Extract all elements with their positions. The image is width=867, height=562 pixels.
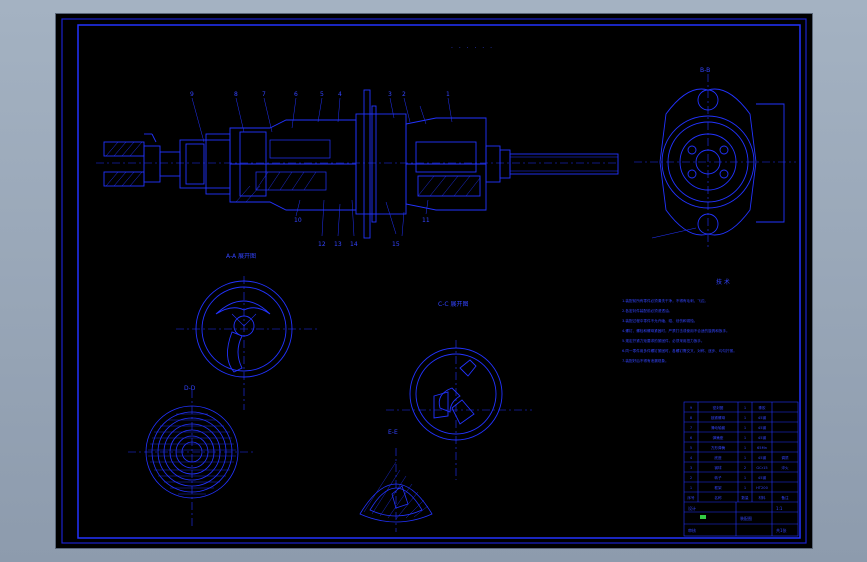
- part-number: 1: [446, 91, 450, 98]
- bom-cell: 调质: [781, 455, 789, 460]
- section-cc-label: C-C 展开图: [438, 301, 468, 308]
- bom-cell: 名称: [714, 495, 722, 500]
- bom-cell: 1: [744, 426, 746, 430]
- bom-cell: 1: [744, 406, 746, 410]
- section-dd-view: [128, 390, 256, 528]
- note-line: 1.装配前所有零件必须清洗干净，不得有毛刺、飞边。: [622, 298, 708, 303]
- note-line: 2.各密封件装配前必须浸透油。: [622, 308, 672, 313]
- part-number: 12: [318, 241, 326, 248]
- bom-cell: 1: [744, 446, 746, 450]
- bom-cell: 1: [744, 476, 746, 480]
- part-number: 3: [388, 91, 392, 98]
- bom-cell: 框架: [714, 485, 722, 490]
- part-number: 8: [234, 91, 238, 98]
- part-number: 7: [262, 91, 266, 98]
- cad-drawing: · · · · · ·: [61, 18, 807, 544]
- bom-cell: 45钢: [758, 415, 767, 420]
- bom-cell: 橡胶: [758, 405, 766, 410]
- bom-cell: 8: [690, 416, 693, 420]
- bom-cell: 转子: [714, 475, 722, 480]
- note-line: 3.装配过程中零件不允许磕、碰、划伤和锈蚀。: [622, 318, 697, 323]
- bom-cell: 钢球: [714, 465, 722, 470]
- tech-requirements-heading: 技 术: [716, 278, 730, 286]
- bom-cell: 淬火: [781, 465, 789, 470]
- section-bb-label: B-B: [700, 67, 710, 74]
- bom-cell: 45钢: [758, 475, 767, 480]
- cad-drawing-viewport[interactable]: · · · · · ·: [56, 14, 812, 548]
- part-number: 13: [334, 241, 342, 248]
- section-aa-view: [176, 276, 318, 410]
- bom-cell: 序号: [687, 495, 695, 500]
- bom-cell: 材料: [758, 495, 766, 500]
- bom-cell: GCr15: [756, 466, 767, 470]
- drawing-title: · · · · · ·: [451, 45, 494, 52]
- bom-cell: 锁紧螺母: [711, 415, 726, 420]
- bom-cell: 45钢: [758, 425, 767, 430]
- part-number: 4: [338, 91, 342, 98]
- note-line: 5.规定拧紧力矩要求的紧固件，必须采用扭力扳手。: [622, 338, 705, 343]
- bom-cell: 5: [690, 446, 692, 450]
- bom-cell: 7: [690, 426, 692, 430]
- part-number: 5: [320, 91, 324, 98]
- bom-text: 9 密封圈 1 橡胶 8 锁紧螺母 1 45钢 7 滑动轴套 1 45钢 6 弹簧座 1 45钢 5 方形弹簧 1 6…: [687, 405, 789, 500]
- bom-cell: 1: [744, 456, 746, 460]
- bom-cell: 备注: [781, 495, 789, 500]
- bom-cell: 45钢: [758, 435, 767, 440]
- bom-cell: 滑动轴套: [711, 425, 726, 430]
- bom-cell: 底座: [714, 455, 722, 460]
- section-aa-label: A-A 展开图: [226, 253, 256, 260]
- part-number: 2: [402, 91, 406, 98]
- tech-requirements-notes: 1.装配前所有零件必须清洗干净，不得有毛刺、飞边。 2.各密封件装配前必须浸透油…: [622, 298, 737, 363]
- bom-cell: 45钢: [758, 455, 767, 460]
- bom-cell: 3: [690, 466, 692, 470]
- bom-cell: 9: [690, 406, 693, 410]
- bom-table: [683, 401, 799, 537]
- bom-cell: 方形弹簧: [711, 445, 726, 450]
- title-drawing-name: 装配图: [740, 515, 752, 521]
- bom-cell: 6: [690, 436, 693, 440]
- inner-border: [77, 24, 801, 539]
- part-number: 9: [190, 91, 194, 98]
- part-number-labels: 9 8 7 6 5 4 3 2 1 10 11 12 13 14 15: [190, 91, 450, 248]
- bom-cell: 1: [690, 486, 692, 490]
- part-number: 15: [392, 241, 400, 248]
- section-dd-label: D-D: [184, 385, 196, 392]
- bom-cell: 数量: [741, 495, 749, 500]
- bom-cell: HT200: [756, 486, 768, 490]
- section-ee-view: [359, 448, 433, 532]
- part-number: 10: [294, 217, 302, 224]
- main-assembly-view: [96, 89, 619, 239]
- outer-border: [61, 18, 807, 544]
- bom-cell: 65Mn: [757, 446, 767, 450]
- title-scale: 1:1: [776, 506, 783, 511]
- bom-cell: 弹簧座: [713, 435, 724, 440]
- note-line: 4.螺钉、螺栓和螺母紧固时，严禁打击或使用不合适的旋具和扳手。: [622, 328, 730, 333]
- bom-cell: 2: [690, 476, 692, 480]
- title-block: [684, 502, 798, 536]
- note-line: 7.装配好后不得有泄漏现象。: [622, 358, 669, 363]
- title-checker: 审核: [688, 527, 696, 533]
- bom-cell: 1: [744, 436, 746, 440]
- part-number: 6: [294, 91, 298, 98]
- note-line: 6.同一零件用多件螺钉紧固时，各螺钉需交叉、对称、逐步、均匀拧紧。: [622, 348, 737, 353]
- section-bb-end-view: [634, 74, 796, 250]
- title-sheet: 共1张: [776, 527, 787, 533]
- part-number: 14: [350, 241, 358, 248]
- bom-cell: 1: [744, 416, 746, 420]
- bom-cell: 密封圈: [713, 405, 724, 410]
- bom-cell: 4: [690, 456, 693, 460]
- bom-cell: 2: [744, 466, 746, 470]
- part-number: 11: [422, 217, 430, 224]
- section-ee-label: E-E: [388, 429, 398, 436]
- title-designer: 设计: [688, 505, 696, 511]
- bom-cell: 1: [744, 486, 746, 490]
- section-cc-view: [386, 340, 532, 480]
